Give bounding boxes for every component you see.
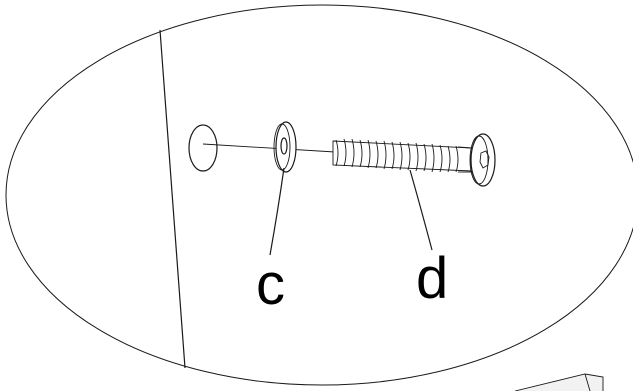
- hole-icon: [188, 124, 218, 172]
- bolt-callout-label: d: [416, 246, 448, 311]
- washer-leader-line: [269, 167, 285, 256]
- bolt-leader-line: [409, 169, 433, 251]
- alignment-line: [202, 143, 336, 153]
- washer-callout-label: c: [256, 252, 285, 317]
- bolt-icon: [332, 133, 496, 187]
- washer-icon: [273, 121, 297, 173]
- detail-ellipse: [5, 4, 633, 386]
- board-corner-icon: [514, 373, 604, 391]
- panel-edge-line: [159, 29, 186, 369]
